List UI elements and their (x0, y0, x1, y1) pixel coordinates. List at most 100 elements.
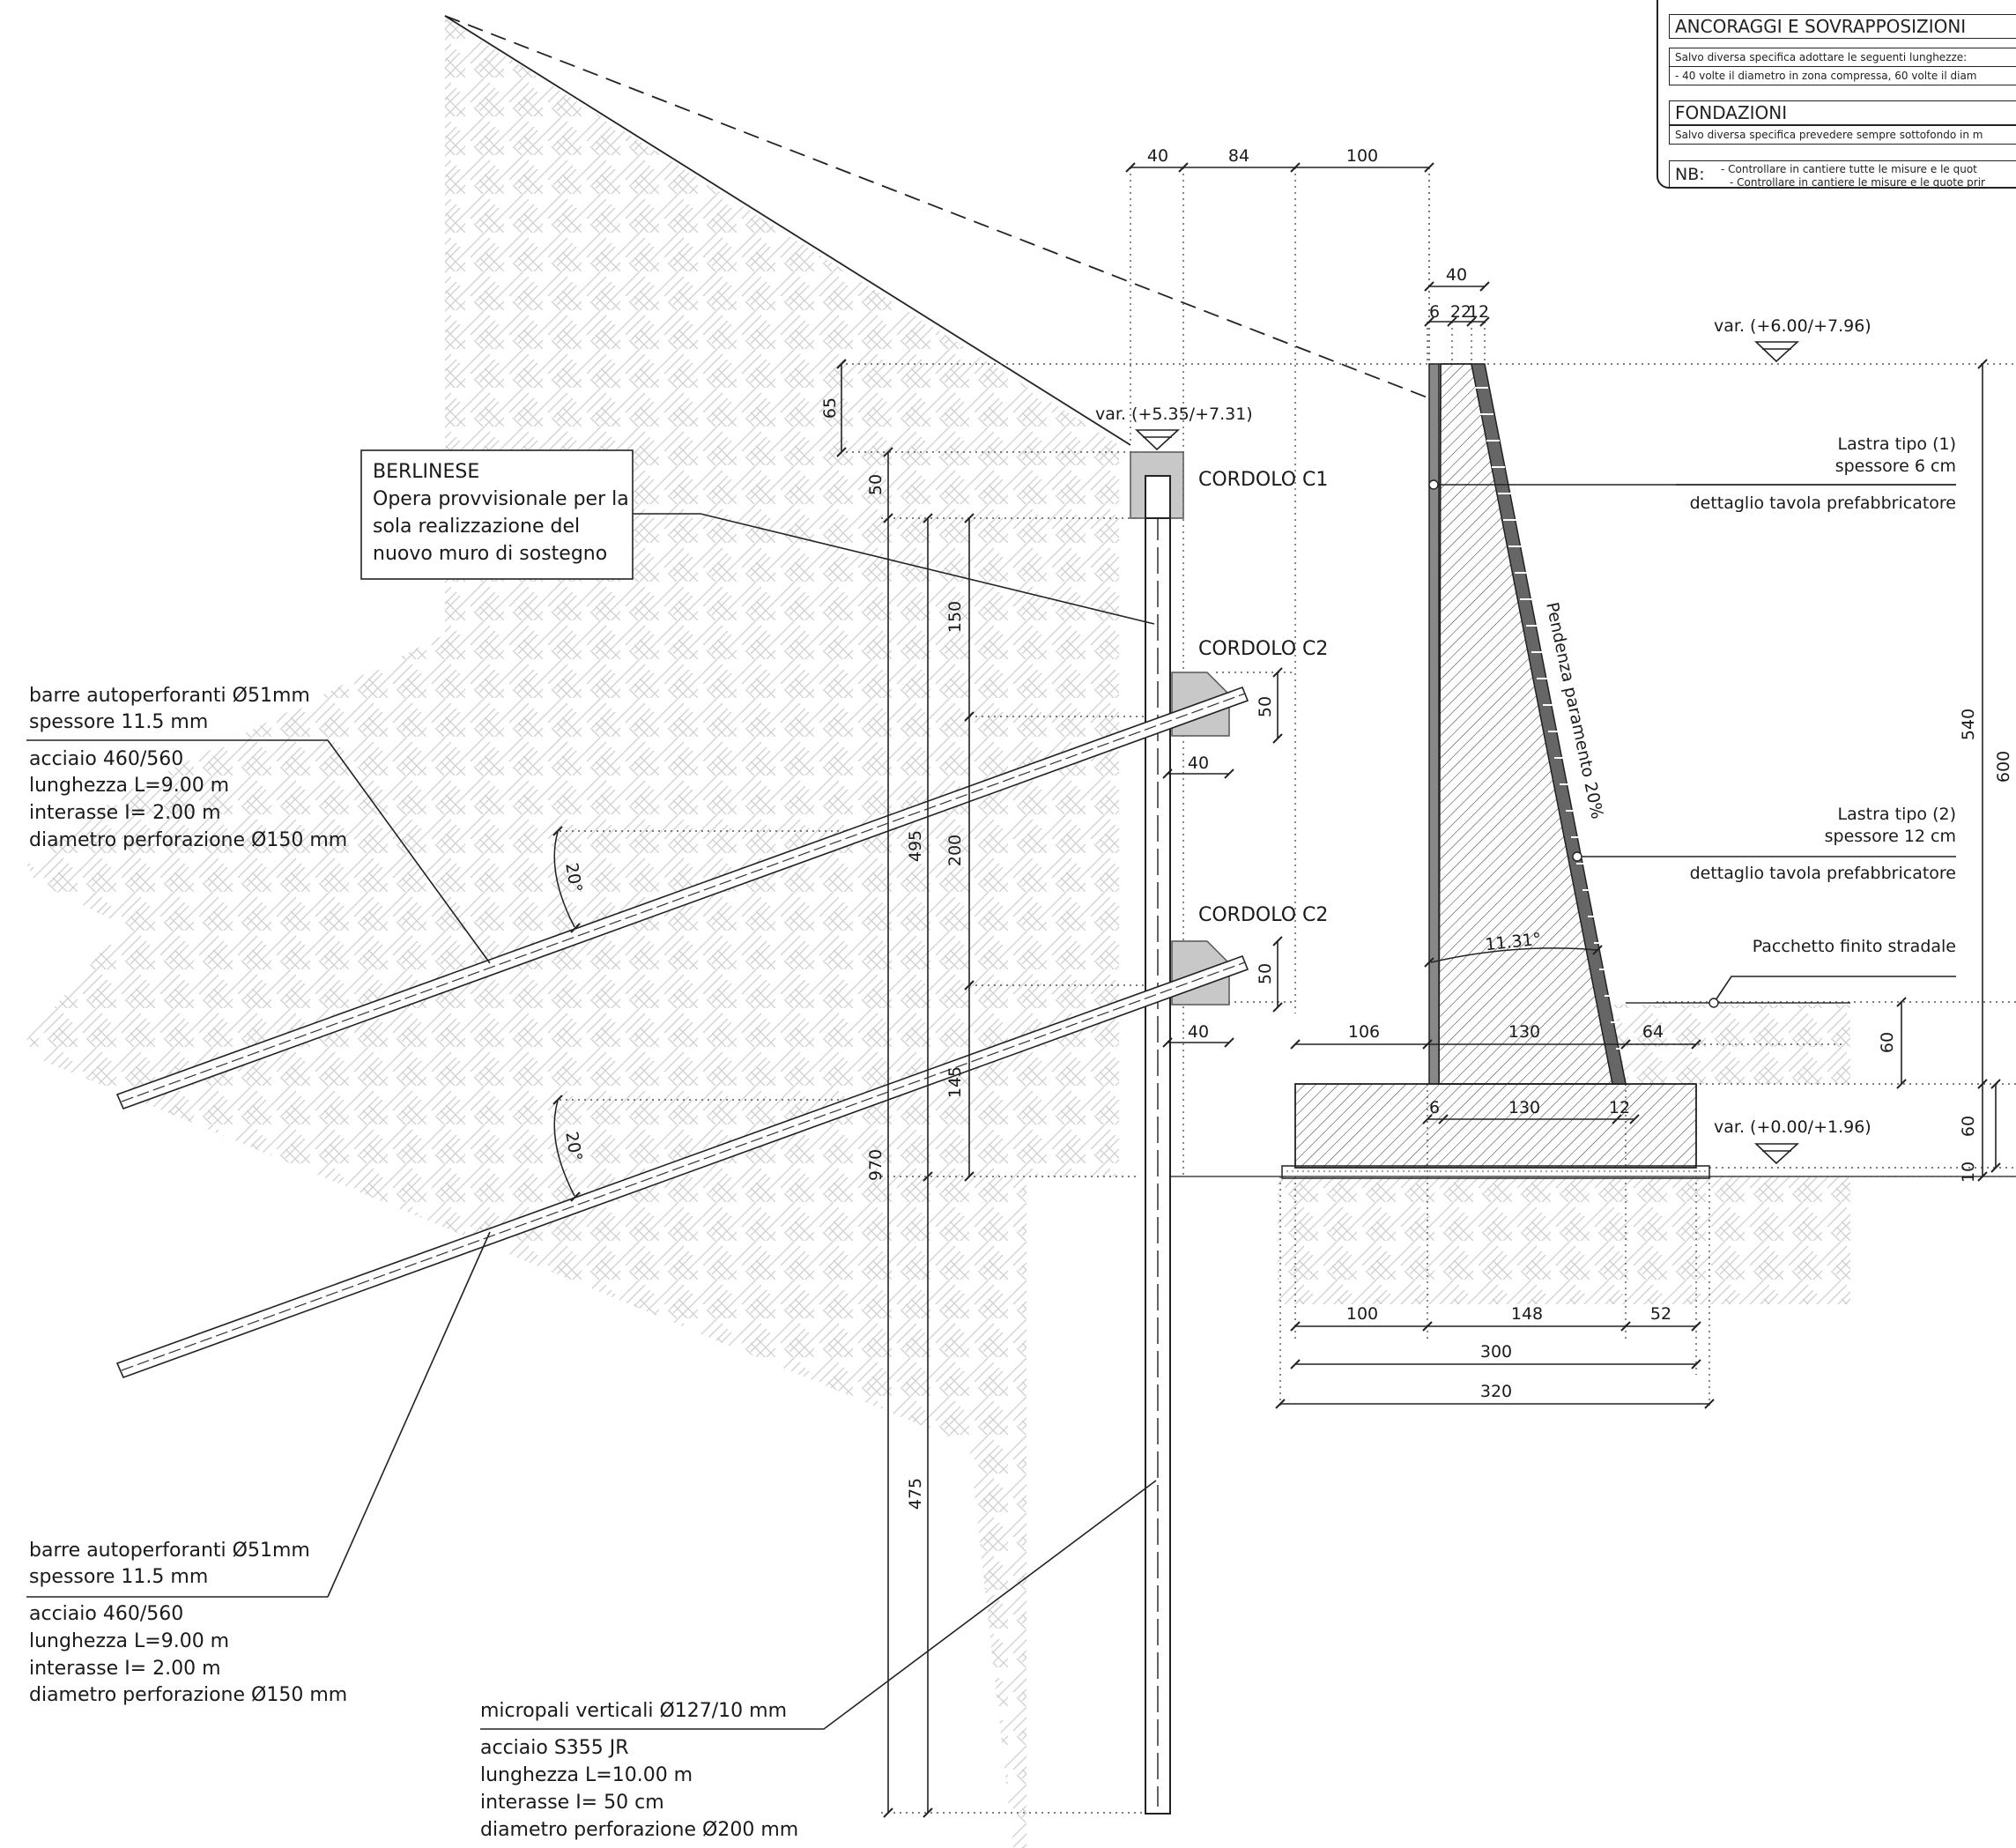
dimension-lines (841, 167, 1997, 1813)
level-top-berlinese: var. (+5.35/+7.31) (1095, 404, 1253, 424)
level-top-wall: var. (+6.00/+7.96) (1714, 316, 1871, 336)
dim-top-40: 40 (1147, 146, 1168, 166)
notes-anchorages-line1: Salvo diversa specifica adottare le segu… (1669, 48, 2016, 67)
berlinese-line2: sola realizzazione del (373, 516, 580, 538)
cordolo-c1-label: CORDOLO C1 (1198, 469, 1328, 491)
dim-top-84: 84 (1228, 146, 1249, 166)
micropile-line5: diametro perforazione Ø200 mm (480, 1819, 798, 1841)
dim-r60a: 60 (1878, 1032, 1897, 1053)
level-marker-top-wall (1754, 341, 1800, 363)
dim-top-100: 100 (1346, 146, 1378, 166)
cordolo-c2-upper-label: CORDOLO C2 (1198, 638, 1328, 660)
pile-head (1145, 475, 1171, 519)
slab2-line1: Lastra tipo (2) (1838, 805, 1956, 824)
anchor-upper-line1: barre autoperforanti Ø51mm (29, 685, 310, 707)
berlinese-line3: nuovo muro di sostegno (373, 543, 607, 565)
micropile-line2: acciaio S355 JR (480, 1737, 629, 1759)
leader-dot-slab2 (1572, 851, 1582, 862)
dim-v65: 65 (820, 397, 840, 419)
slab2-line2: spessore 12 cm (1825, 827, 1956, 846)
berlinese-line1: Opera provvisionale per la (373, 488, 629, 510)
dim-v495: 495 (906, 830, 925, 862)
dim-c2b-40: 40 (1188, 1022, 1209, 1042)
level-marker-base (1754, 1143, 1800, 1165)
leader-dot-slab1 (1428, 479, 1439, 490)
anchor-upper-line2: spessore 11.5 mm (29, 711, 208, 733)
wall-angle-arc (1430, 947, 1598, 963)
anchor-upper-line4: lunghezza L=9.00 m (29, 775, 229, 797)
dim-base-6: 6 (1429, 1098, 1440, 1117)
dim-c2a-50: 50 (1256, 696, 1275, 717)
level-marker-top-berlinese (1135, 429, 1181, 451)
dim-v970: 970 (866, 1149, 886, 1181)
anchor-lower-line4: lunghezza L=9.00 m (29, 1630, 229, 1652)
anchor-upper-line3: acciaio 460/560 (29, 748, 183, 770)
notes-nb-line2: - Controllare in cantiere le misure e le… (1730, 176, 1985, 189)
road-label: Pacchetto finito stradale (1753, 937, 1956, 956)
leader-lines (26, 484, 1956, 1730)
wall-footing (1294, 1083, 1697, 1169)
dim-f320: 320 (1480, 1382, 1512, 1401)
anchor-upper-line6: diametro perforazione Ø150 mm (29, 829, 347, 851)
anchor-lower-line6: diametro perforazione Ø150 mm (29, 1684, 347, 1706)
dim-wall-40: 40 (1446, 265, 1467, 285)
dim-c2a-40: 40 (1188, 753, 1209, 773)
retaining-wall (1428, 363, 1627, 1085)
anchor-upper-line5: interasse I= 2.00 m (29, 802, 221, 824)
dim-r60b: 60 (1959, 1116, 1978, 1137)
dim-r600: 600 (1994, 751, 2013, 783)
micropile-line1: micropali verticali Ø127/10 mm (480, 1700, 787, 1722)
slab2-detail: dettaglio tavola prefabbricatore (1690, 864, 1956, 883)
helper-dotted-lines (560, 167, 2016, 1814)
micropile-line4: interasse I= 50 cm (480, 1792, 664, 1814)
dim-base-130b: 130 (1508, 1098, 1540, 1117)
wall-facing-segments (1475, 387, 1629, 1050)
dim-r10: 10 (1959, 1161, 1978, 1183)
slab1-line1: Lastra tipo (1) (1838, 434, 1956, 454)
dim-f148: 148 (1511, 1304, 1543, 1324)
angle-arc-upper (553, 831, 575, 928)
anchor-bar-lower (115, 954, 1249, 1379)
level-base: var. (+0.00/+1.96) (1714, 1117, 1871, 1137)
notes-anchorages-title: ANCORAGGI E SOVRAPPOSIZIONI (1669, 14, 2016, 39)
dim-v200: 200 (945, 835, 965, 866)
dim-wall-6: 6 (1429, 302, 1440, 322)
dim-r540: 540 (1959, 709, 1978, 740)
dim-v150: 150 (945, 601, 965, 633)
anchor-lower-line1: barre autoperforanti Ø51mm (29, 1540, 310, 1562)
dim-f100: 100 (1346, 1304, 1378, 1324)
anchor-lower-line5: interasse I= 2.00 m (29, 1658, 221, 1680)
dim-wall-12: 12 (1468, 302, 1489, 322)
dim-v50a: 50 (866, 474, 886, 495)
berlinese-title: BERLINESE (373, 461, 479, 483)
dim-base-130a: 130 (1508, 1022, 1540, 1042)
dim-c2b-50: 50 (1256, 963, 1275, 984)
dim-base-64: 64 (1642, 1022, 1664, 1042)
dim-f52: 52 (1650, 1304, 1671, 1324)
slab1-line2: spessore 6 cm (1835, 456, 1956, 476)
dim-v475: 475 (906, 1478, 925, 1510)
dim-base-12: 12 (1609, 1098, 1630, 1117)
dim-base-106: 106 (1348, 1022, 1380, 1042)
anchor-bar-upper (115, 686, 1249, 1110)
dim-f300: 300 (1480, 1342, 1512, 1362)
cordolo-c2-lower-label: CORDOLO C2 (1198, 904, 1328, 926)
anchor-lower-line2: spessore 11.5 mm (29, 1566, 208, 1588)
lean-concrete-base (1281, 1165, 1710, 1179)
notes-nb-label: NB: (1675, 165, 1705, 184)
notes-nb-box: NB: - Controllare in cantiere tutte le m… (1669, 160, 2016, 189)
slab1-detail: dettaglio tavola prefabbricatore (1690, 494, 1956, 513)
dim-wall-22: 22 (1450, 302, 1471, 322)
leader-dot-road (1708, 998, 1719, 1008)
micropile (1145, 475, 1171, 1815)
slope-line (444, 15, 1131, 446)
general-notes-box: ANCORAGGI E SOVRAPPOSIZIONI Salvo divers… (1657, 0, 2016, 189)
anchor-lower-line3: acciaio 460/560 (29, 1603, 183, 1625)
slope-dashed-line (444, 15, 1437, 402)
notes-foundations-line1: Salvo diversa specifica prevedere sempre… (1669, 125, 2016, 145)
notes-nb-line1: - Controllare in cantiere tutte le misur… (1721, 163, 1977, 175)
micropile-line3: lunghezza L=10.00 m (480, 1764, 693, 1786)
notes-anchorages-line2: - 40 volte il diametro in zona compressa… (1669, 67, 2016, 85)
dimension-ticks (552, 162, 2001, 1818)
